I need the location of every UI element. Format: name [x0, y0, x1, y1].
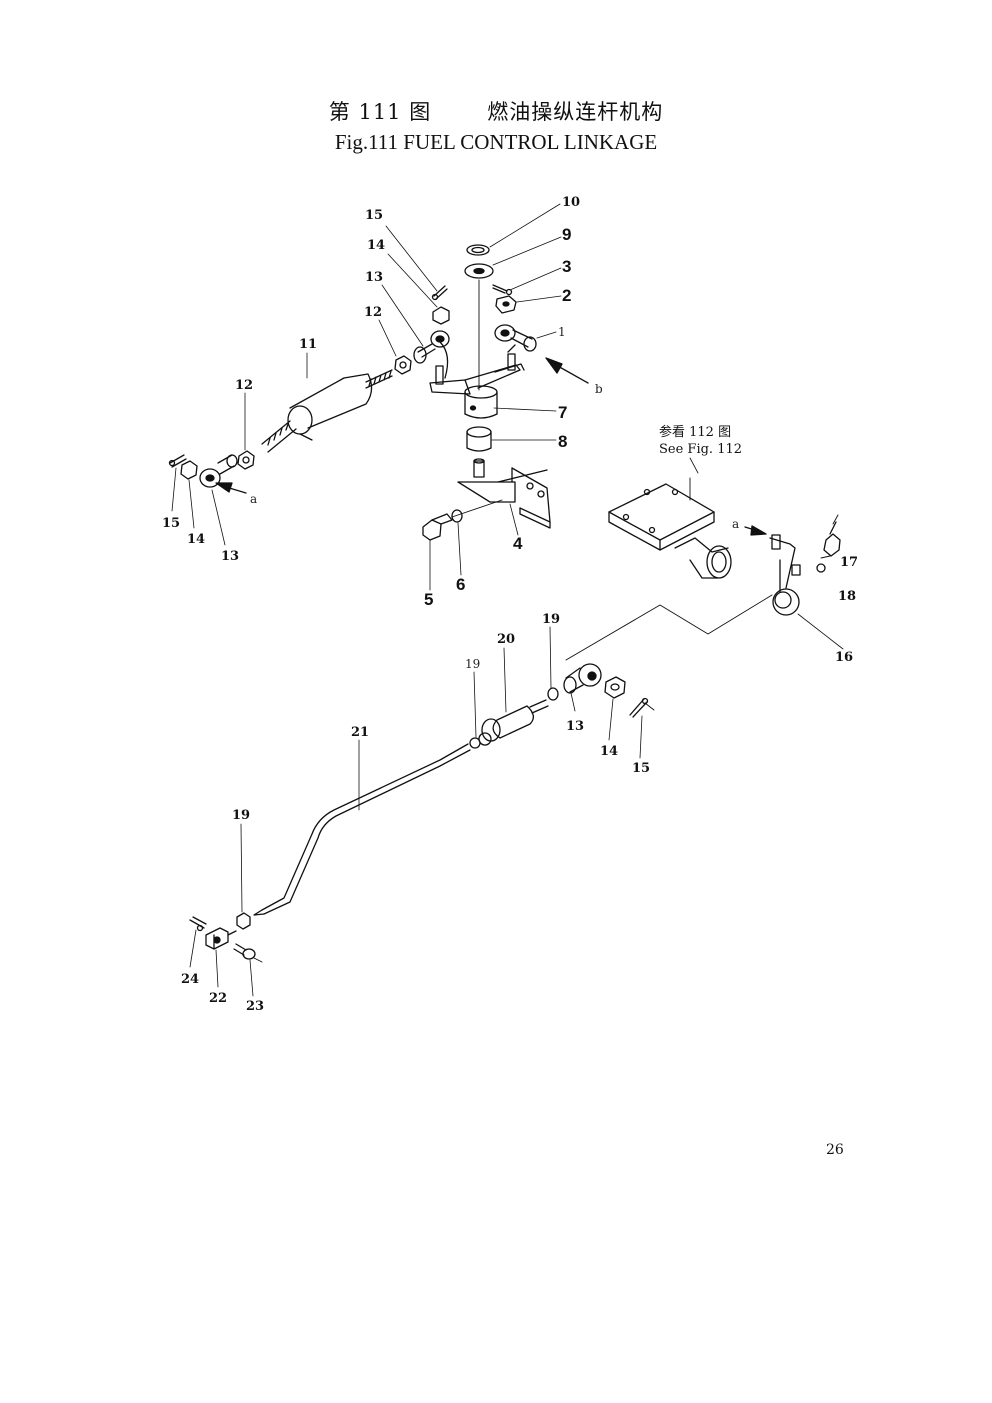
callout-15-left: 15: [162, 516, 180, 531]
callout-8: 8: [558, 432, 567, 451]
part-14-nut-left: [180, 460, 198, 480]
figure-title-chinese: 第 111 图 燃油操纵连杆机构: [0, 96, 992, 126]
part-14-nut-mid: [604, 676, 626, 699]
callout-20: 20: [497, 632, 515, 647]
part-17-bolt: [823, 514, 841, 557]
callout-16: 16: [835, 650, 853, 665]
part-22-clevis: [205, 927, 237, 950]
callout-11: 11: [299, 337, 317, 352]
arrow-a-left: [215, 482, 247, 494]
part-19-nut-mid-right: [547, 687, 559, 701]
callout-b: b: [595, 382, 603, 396]
part-15-cotter-pin-left: [168, 454, 187, 468]
part-7-lever-bracket: [429, 341, 525, 419]
part-13-rod-end-top: [413, 330, 450, 364]
part-12-nut-top: [394, 355, 412, 375]
callout-19-mid-right: 19: [542, 612, 560, 627]
part-19-nut-low: [236, 912, 251, 930]
part-23-pin: [233, 943, 263, 963]
arrow-b: [545, 357, 589, 384]
part-1-rod-end: [494, 324, 537, 353]
part-10-snap-ring: [466, 244, 490, 256]
callout-18: 18: [838, 589, 856, 604]
figure-number-cn: 第 111 图: [328, 100, 432, 124]
callout-14-top: 14: [367, 238, 385, 253]
arrow-a-right: [744, 525, 767, 536]
callout-19-mid-left: 19: [465, 657, 480, 671]
callout-19-low: 19: [232, 808, 250, 823]
page-number: 26: [826, 1142, 844, 1158]
part-6-washer: [451, 509, 463, 523]
callout-21: 21: [351, 725, 369, 740]
callout-13-top: 13: [365, 270, 383, 285]
callout-12-top: 12: [364, 305, 382, 320]
callout-6: 6: [456, 575, 465, 594]
figure-name-cn: 燃油操纵连杆机构: [487, 100, 664, 124]
pedal-frame-reference: [608, 477, 732, 579]
part-2-nut: [495, 295, 517, 314]
callout-a-right: a: [732, 517, 739, 531]
callout-2: 2: [562, 286, 571, 305]
part-14-nut-top: [432, 306, 450, 325]
reference-cn: 参看 112 图: [659, 424, 731, 440]
callout-a-left: a: [250, 492, 257, 506]
callout-7: 7: [558, 403, 567, 422]
callout-5: 5: [424, 590, 433, 609]
leader-lines: [171, 203, 844, 997]
callout-14-left: 14: [187, 532, 205, 547]
callout-13-mid: 13: [566, 719, 584, 734]
callout-15-top: 15: [365, 208, 383, 223]
part-20-adjuster: [478, 699, 549, 746]
callout-22: 22: [209, 991, 227, 1006]
part-11-spring-rod: [261, 369, 393, 453]
part-12-nut-left: [237, 450, 255, 470]
callout-1: 1: [558, 325, 566, 339]
part-13-rod-end-left: [199, 454, 238, 488]
part-5-bolt: [422, 499, 503, 541]
callout-10: 10: [562, 195, 580, 210]
part-13-rod-end-mid: [563, 663, 602, 694]
part-19-nut-mid-left: [469, 737, 481, 749]
part-21-control-rod: [253, 743, 471, 916]
callout-13-left: 13: [221, 549, 239, 564]
callout-3: 3: [562, 257, 571, 276]
callout-15-mid: 15: [632, 761, 650, 776]
reference-en: See Fig. 112: [659, 442, 742, 457]
part-8-bushing: [466, 426, 492, 452]
callout-4: 4: [513, 534, 523, 553]
callout-12-left: 12: [235, 378, 253, 393]
part-9-washer: [464, 263, 494, 279]
callout-24: 24: [181, 972, 199, 987]
part-18-lock-washer: [816, 563, 826, 573]
part-16-lever: [769, 534, 801, 616]
callout-23: 23: [246, 999, 264, 1014]
figure-title-english: Fig.111 FUEL CONTROL LINKAGE: [334, 130, 658, 154]
part-15-cotter-pin-top: [431, 285, 448, 301]
part-4-base-bracket: [457, 458, 551, 529]
callout-17: 17: [840, 555, 858, 570]
part-3-cotter-pin: [492, 284, 513, 296]
callout-14-mid: 14: [600, 744, 618, 759]
callout-9: 9: [562, 225, 571, 244]
callout-labels: 15 14 13 12 11 12 15 14 13 a 10 9 3 2 1 …: [162, 195, 858, 1014]
part-15-cotter-pin-mid: [629, 697, 655, 718]
part-24-cotter-pin-low: [189, 916, 207, 932]
